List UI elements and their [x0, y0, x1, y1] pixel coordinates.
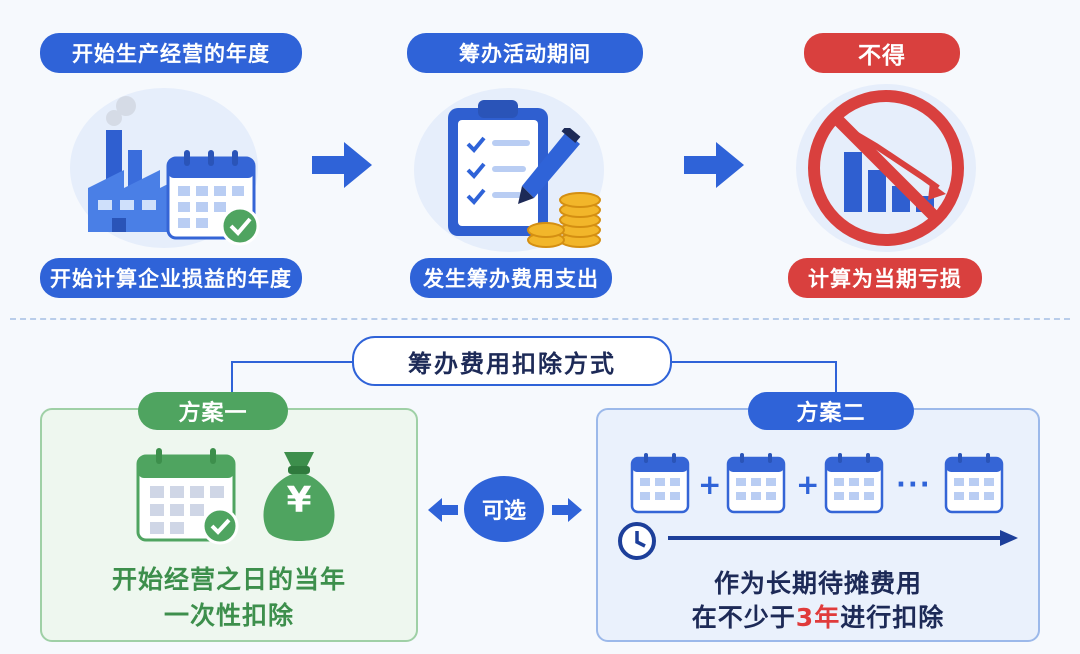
plan2-line2-post: 进行扣除 [840, 603, 945, 632]
plan2-line2-num: 3年 [795, 603, 841, 632]
option-badge: 可选 [464, 476, 544, 542]
stage3-bottom-label: 计算为当期亏损 [788, 258, 982, 298]
stage2-bottom-label: 发生筹办费用支出 [410, 258, 612, 298]
currency-symbol: ¥ [286, 480, 312, 521]
arrow-icon [312, 142, 372, 188]
plan2-panel [596, 408, 1040, 642]
calendar-check-icon [166, 150, 260, 246]
calendar-icon [136, 448, 239, 545]
timeline-arrow [668, 530, 1018, 546]
plan2-line1: 作为长期待摊费用 [713, 569, 922, 598]
section-divider [10, 318, 1070, 320]
method-title: 筹办费用扣除方式 [352, 336, 672, 386]
clock-icon [618, 522, 656, 560]
pen-icon [518, 128, 581, 204]
stage1-bottom-label: 开始计算企业损益的年度 [40, 258, 302, 298]
calendar-icon [944, 453, 1004, 514]
plus-sign: + [796, 468, 820, 501]
calendar-icon [726, 453, 786, 514]
prohibited-decline-chart-icon [808, 90, 964, 246]
arrow-left-icon [428, 498, 458, 522]
clipboard-checklist-icon [448, 100, 548, 236]
plan1-line1: 开始经营之日的当年 [111, 565, 346, 594]
coins-icon [527, 192, 601, 248]
ellipsis: ··· [896, 470, 932, 500]
plan1-tag: 方案一 [138, 392, 288, 430]
plan2-tag: 方案二 [748, 392, 914, 430]
calendar-icon [824, 453, 884, 514]
calendar-icon [630, 453, 690, 514]
plus-sign: + [698, 468, 722, 501]
plan1-line2: 一次性扣除 [163, 601, 294, 630]
plan2-line2-pre: 在不少于 [691, 603, 796, 632]
arrow-icon [684, 142, 744, 188]
stage1-top-label: 开始生产经营的年度 [40, 33, 302, 73]
plan2-line2: 在不少于3年进行扣除 [596, 598, 1040, 634]
money-bag-icon [263, 452, 335, 541]
stage3-top-label: 不得 [804, 33, 960, 73]
stage2-top-label: 筹办活动期间 [407, 33, 643, 73]
arrow-right-icon [552, 498, 582, 522]
